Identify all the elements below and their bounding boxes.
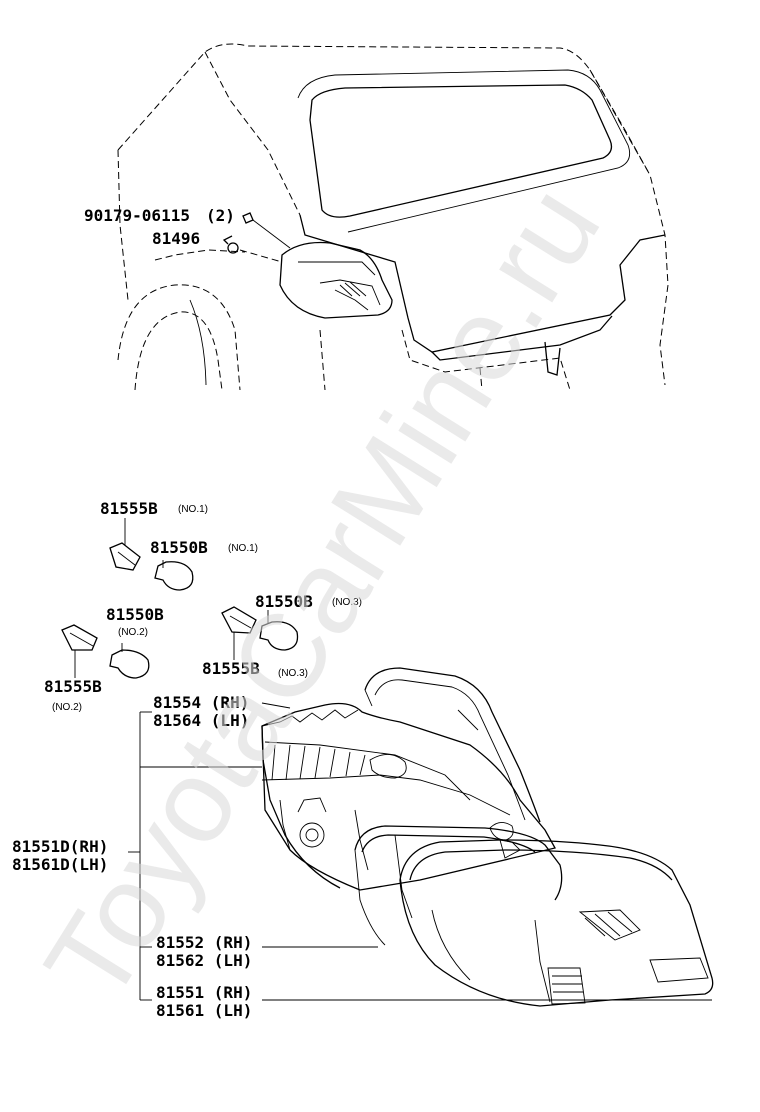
lens-lh-label: 81561 (LH) [156,1001,252,1020]
bolt-part-label: 81496 [152,229,200,248]
bulb-no2-note: (NO.2) [118,627,148,638]
part-number-labels: 90179-06115 (2) 81496 81555B (NO.1) 8155… [12,206,362,1020]
bulb-no2-icon [109,643,150,679]
socket-no3-label: 81555B [202,659,260,678]
socket-no3-icon [221,606,257,660]
watermark-text: ToyotaCarMine.ru [20,164,625,1024]
bulb-no1-label: 81550B [150,538,208,557]
lamp-assy-lh-label: 81561D(LH) [12,855,108,874]
socket-no1-note: (NO.1) [178,504,208,515]
socket-no3-note: (NO.3) [278,668,308,679]
housing-lh-label: 81562 (LH) [156,951,252,970]
bulb-no1-note: (NO.1) [228,543,258,554]
socket-no2-label: 81555B [44,677,102,696]
bulb-no3-icon [259,610,299,651]
lamp-assembly-exploded-illustration [261,667,714,1007]
socket-no2-icon [61,624,98,678]
lamp-assy-rh-label: 81551D(RH) [12,837,108,856]
socket-no1-label: 81555B [100,499,158,518]
bulb-no2-label: 81550B [106,605,164,624]
bulb-no3-note: (NO.3) [332,597,362,608]
bolt-icon [222,235,283,263]
bracket-leader-lines [128,702,712,1001]
socket-no1-icon [109,518,141,571]
screw-qty-label: (2) [206,206,235,225]
lens-rh-label: 81551 (RH) [156,983,252,1002]
vehicle-rear-illustration [117,43,669,391]
gasket-rh-label: 81554 (RH) [153,693,249,712]
socket-no2-note: (NO.2) [52,702,82,713]
screw-part-label: 90179-06115 [84,206,190,225]
screw-icon [242,212,291,249]
gasket-lh-label: 81564 (LH) [153,711,249,730]
bulb-no3-label: 81550B [255,592,313,611]
bulb-no1-icon [154,560,194,591]
housing-rh-label: 81552 (RH) [156,933,252,952]
